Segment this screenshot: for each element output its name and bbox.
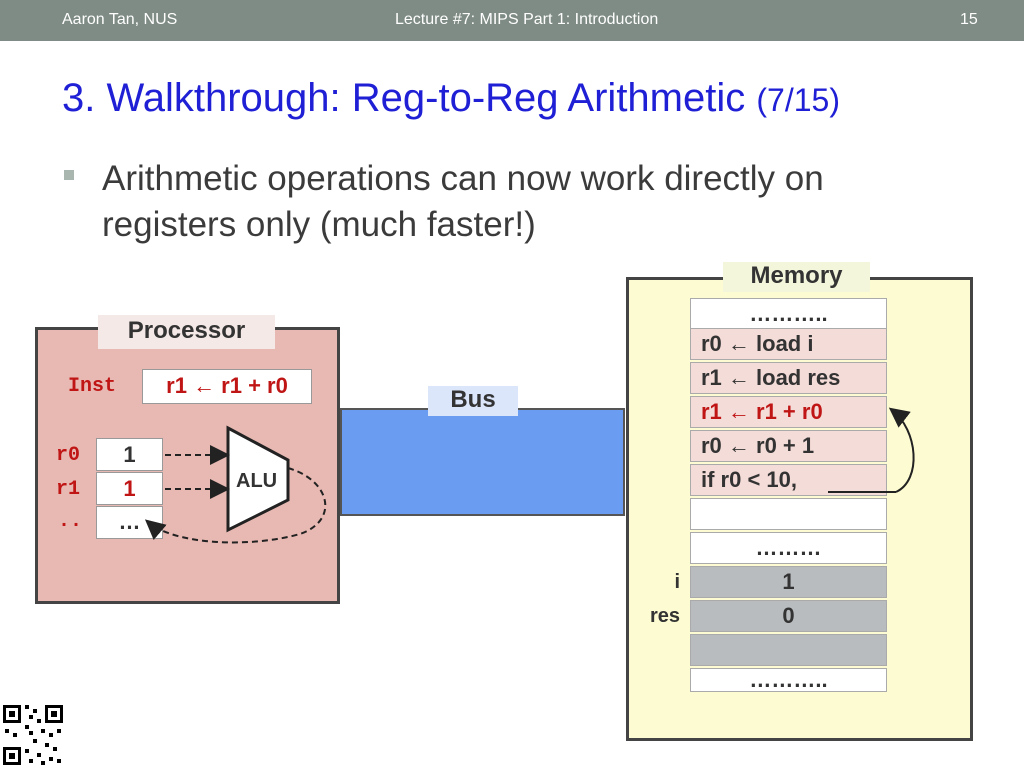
reg-name-more: .. [58,510,83,533]
qr-code-icon [2,704,64,766]
bullet-marker-icon [64,170,74,180]
memory-cell-load-res: r1 ← load res [690,362,887,394]
memory-cell-ellipsis-top: ……….. [690,298,887,330]
memory-cell-add: r1 ← r1 + r0 [690,396,887,428]
memory-cell-empty-1 [690,498,887,530]
slide-title-main: 3. Walkthrough: Reg-to-Reg Arithmetic [62,76,746,120]
slide-title: 3. Walkthrough: Reg-to-Reg Arithmetic (7… [62,76,840,121]
inst-label: Inst [68,375,117,398]
instruction-register: r1 ← r1 + r0 [142,369,312,404]
memory-cell-empty-2 [690,634,887,666]
register-r0-value: 1 [96,438,163,471]
branch-arrow-icon [888,407,915,493]
reg-name-r0: r0 [56,444,81,467]
memory-cell-res: 0 [690,600,887,632]
memory-cell-branch: if r0 < 10, [690,464,887,496]
memory-label-res: res [649,605,680,627]
page-number: 15 [960,11,978,28]
processor-label: Processor [98,315,275,349]
slide-title-sub: (7/15) [756,82,840,118]
bullet-text: Arithmetic operations can now work direc… [102,159,824,244]
memory-label: Memory [723,262,870,292]
register-r1-value: 1 [96,472,163,505]
bus-label: Bus [428,386,518,416]
bus-box [340,408,625,516]
alu-label: ALU [236,470,277,492]
memory-cell-increment: r0 ← r0 + 1 [690,430,887,462]
memory-cell-ellipsis-mid: ……… [690,532,887,564]
author-text: Aaron Tan, NUS [62,11,178,28]
reg-name-r1: r1 [56,478,81,501]
arrow-alu-to-r1 [144,467,327,544]
header-bar: Aaron Tan, NUS Lecture #7: MIPS Part 1: … [0,0,1024,41]
memory-cell-ellipsis-bottom: ……….. [690,668,887,692]
memory-label-i: i [674,571,680,593]
memory-cell-load-i: r0 ← load i [690,328,887,360]
lecture-title: Lecture #7: MIPS Part 1: Introduction [395,11,659,28]
memory-cell-i: 1 [690,566,887,598]
